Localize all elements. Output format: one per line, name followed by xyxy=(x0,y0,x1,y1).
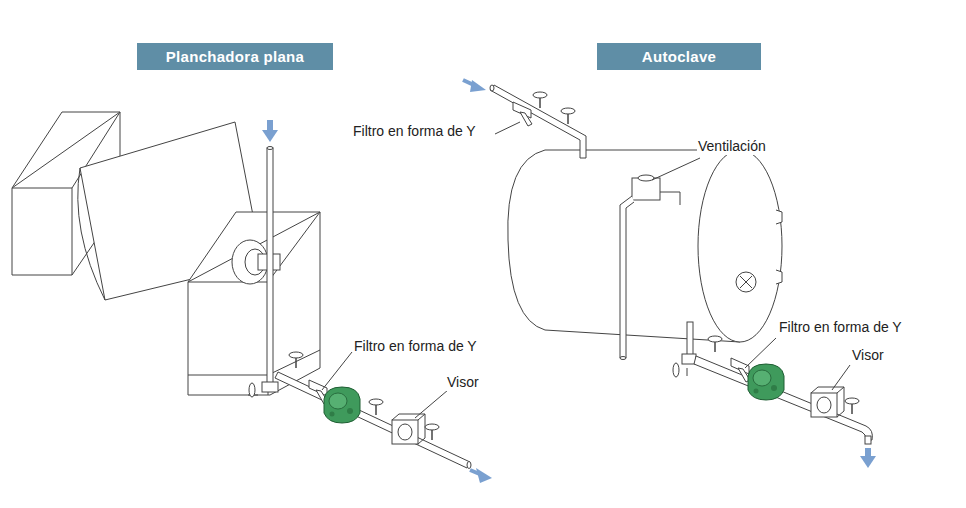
banner-title: Planchadora plana xyxy=(166,48,304,65)
part-label: Filtro en forma de Y xyxy=(778,319,903,336)
part-label: Filtro en forma de Y xyxy=(353,338,478,355)
part-label: Ventilación xyxy=(697,138,767,155)
part-label: Visor xyxy=(851,347,885,364)
title-banner: Autoclave xyxy=(597,43,761,70)
part-label: Visor xyxy=(446,374,480,391)
title-banner: Planchadora plana xyxy=(137,43,333,70)
part-label: Filtro en forma de Y xyxy=(352,123,477,140)
banner-title: Autoclave xyxy=(642,48,716,65)
